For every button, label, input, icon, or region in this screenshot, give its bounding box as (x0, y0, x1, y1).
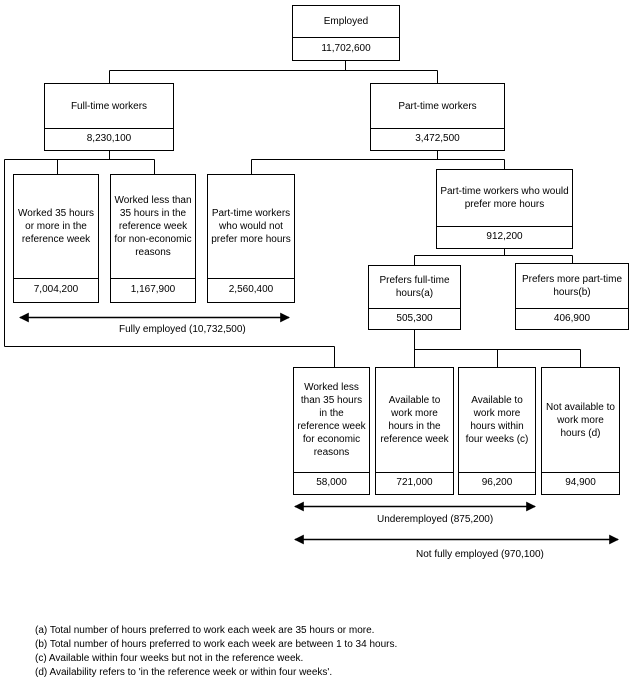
prefers-fulltime-label: Prefers full-time hours(a) (379, 275, 450, 299)
footnote-c: (c) Available within four weeks but not … (35, 653, 304, 664)
worked-less-economic-box: Worked less than 35 hours in the referen… (293, 367, 370, 495)
available-fourweeks-box: Available to work more hours within four… (458, 367, 536, 495)
available-refweek-box: Available to work more hours in the refe… (375, 367, 454, 495)
employed-box: Employed 11,702,600 (292, 5, 400, 61)
available-refweek-value: 721,000 (396, 477, 433, 488)
prefers-more-parttime-box: Prefers more part-time hours(b) 406,900 (515, 263, 629, 330)
available-fourweeks-value: 96,200 (481, 477, 513, 488)
worked-35-plus-box: Worked 35 hours or more in the reference… (13, 174, 99, 303)
available-fourweeks-label: Available to work more hours within four… (465, 395, 529, 445)
parttime-workers-label: Part-time workers (398, 100, 477, 112)
footnote-b: (b) Total number of hours preferred to w… (35, 639, 398, 650)
footnote-d: (d) Availability refers to 'in the refer… (35, 667, 333, 678)
worked-less-noneconomic-value: 1,167,900 (130, 284, 176, 295)
fulltime-workers-box: Full-time workers 8,230,100 (44, 83, 174, 151)
prefers-more-parttime-label: Prefers more part-time hours(b) (521, 274, 623, 298)
prefers-fulltime-value: 505,300 (396, 312, 433, 324)
not-available-label: Not available to work more hours (d) (546, 401, 615, 439)
pt-prefer-more-value: 912,200 (486, 231, 523, 242)
fulltime-workers-value: 8,230,100 (86, 133, 132, 144)
pt-not-prefer-label: Part-time workers who would not prefer m… (211, 208, 291, 245)
footnote-a: (a) Total number of hours preferred to w… (35, 625, 375, 636)
worked-less-economic-label: Worked less than 35 hours in the referen… (297, 382, 366, 458)
worked-less-noneconomic-box: Worked less than 35 hours in the referen… (110, 174, 196, 303)
pt-prefer-more-box: Part-time workers who would prefer more … (436, 169, 573, 249)
prefers-more-parttime-value: 406,900 (553, 312, 591, 324)
employed-value: 11,702,600 (321, 42, 371, 54)
worked-35-plus-label: Worked 35 hours or more in the reference… (18, 208, 94, 245)
worked-35-plus-value: 7,004,200 (33, 284, 79, 295)
worked-less-economic-value: 58,000 (316, 477, 347, 488)
footnotes: (a) Total number of hours preferred to w… (35, 624, 397, 680)
not-available-box: Not available to work more hours (d) 94,… (541, 367, 620, 495)
available-refweek-label: Available to work more hours in the refe… (380, 395, 449, 445)
pt-not-prefer-box: Part-time workers who would not prefer m… (207, 174, 295, 303)
parttime-workers-value: 3,472,500 (415, 133, 460, 144)
parttime-workers-box: Part-time workers 3,472,500 (370, 83, 505, 151)
fulltime-workers-label: Full-time workers (70, 100, 148, 112)
employed-label: Employed (323, 16, 369, 27)
prefers-fulltime-box: Prefers full-time hours(a) 505,300 (368, 265, 461, 330)
worked-less-noneconomic-label: Worked less than 35 hours in the referen… (114, 195, 192, 258)
underemployed-label: Underemployed (875,200) (377, 514, 494, 525)
not-available-value: 94,900 (565, 477, 596, 488)
pt-prefer-more-label: Part-time workers who would prefer more … (440, 186, 569, 210)
not-fully-employed-label: Not fully employed (970,100) (416, 549, 544, 560)
fully-employed-label: Fully employed (10,732,500) (119, 324, 246, 335)
pt-not-prefer-value: 2,560,400 (228, 284, 274, 295)
